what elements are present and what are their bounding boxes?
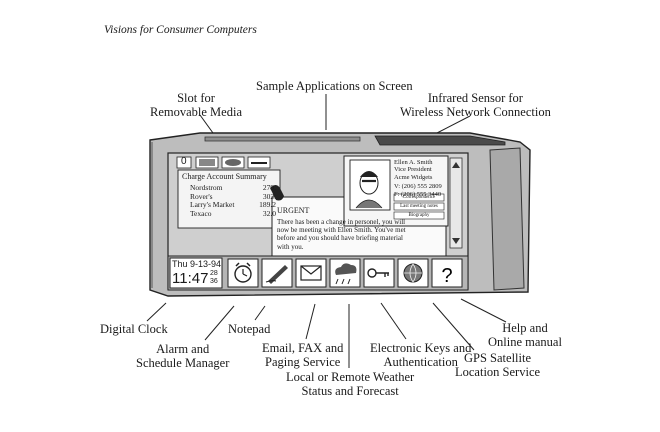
help-icon [431, 258, 463, 288]
card-button-2 [393, 202, 445, 211]
weather-icon [329, 258, 361, 288]
callout-lines [146, 94, 507, 368]
callout-alarm: Alarm and Schedule Manager [136, 342, 230, 370]
urgent-title: URGENT [277, 206, 310, 215]
clock-panel [169, 257, 223, 289]
contact-details: Ellen A. Smith Vice President Acme Widge… [394, 159, 442, 198]
clock-date: Thu 9-13-94 [172, 259, 222, 269]
help-question-mark: ? [441, 265, 452, 287]
account-window [177, 169, 281, 229]
clock-time: 11:47 [172, 270, 209, 287]
scrollbar [449, 157, 463, 249]
callout-email: Email, FAX and Paging Service [262, 341, 344, 369]
callout-help: Help and Online manual [488, 321, 562, 349]
callout-notepad: Notepad [228, 322, 271, 336]
notepad-icon [261, 258, 293, 288]
hand-cursor-icon [270, 185, 284, 201]
card-button-3 [393, 211, 445, 220]
key-icon [363, 258, 395, 288]
callout-slot: Slot for Removable Media [150, 91, 242, 119]
correspondence-button[interactable]: Correspondence [402, 195, 436, 200]
media-slot [204, 136, 361, 142]
icon-zero-label: 0 [181, 156, 187, 167]
account-window-title: Charge Account Summary [182, 172, 267, 181]
alarm-icon [227, 258, 259, 288]
clock-seconds-bottom: 36 [210, 278, 218, 285]
email-icon [295, 258, 327, 288]
callout-weather: Local or Remote Weather Status and Forec… [286, 370, 415, 398]
urgent-body: There has been a change in personel, you… [277, 218, 406, 251]
globe-icon [397, 258, 429, 288]
icon-zero-box [176, 156, 192, 169]
page-header: Visions for Consumer Computers [104, 24, 257, 36]
callout-gps: GPS Satellite Location Service [455, 351, 541, 379]
callout-infrared: Infrared Sensor for Wireless Network Con… [400, 91, 551, 119]
callout-sample-apps: Sample Applications on Screen [256, 79, 413, 93]
last-meeting-notes-button[interactable]: Last meeting notes [400, 204, 438, 209]
callout-keys: Electronic Keys and Authentication [370, 341, 472, 369]
biography-button[interactable]: Biography [408, 213, 430, 218]
clock-seconds-top: 28 [210, 270, 218, 277]
callout-digital-clock: Digital Clock [100, 322, 168, 336]
infrared-sensor [374, 135, 506, 146]
card-button-1 [393, 193, 445, 202]
